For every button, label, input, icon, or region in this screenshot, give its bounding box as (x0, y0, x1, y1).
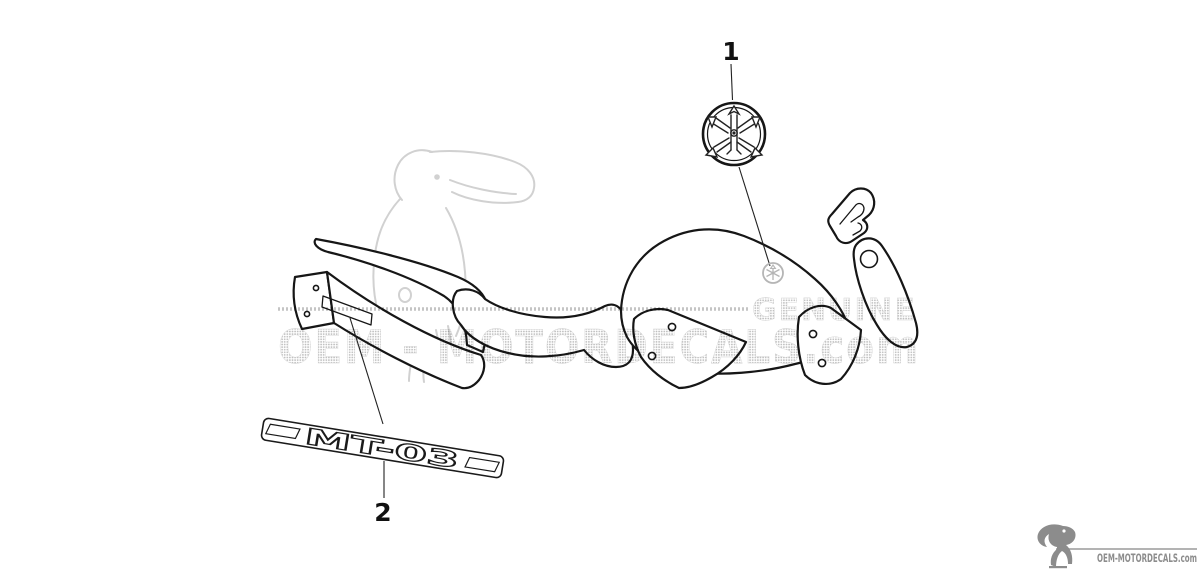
footer-logo: OEM-MOTORDECALS.com (1037, 524, 1197, 569)
part-number-1: 1 (722, 37, 739, 66)
toucan-eye (434, 174, 440, 180)
muffler-rivet (312, 284, 320, 292)
mt-03-decal-text: MT-03 (303, 425, 461, 475)
leader-line-1a (730, 63, 734, 101)
toucan-logo-icon (1037, 524, 1076, 569)
halftone-watermarks: GENUINE OEM - MOTORDECALS.com (278, 293, 920, 374)
leader-line-2a (349, 317, 384, 425)
panel-hole (817, 358, 827, 368)
muffler-rivet (303, 310, 311, 318)
notched-cover-detail (839, 202, 865, 236)
leader-line-1b (738, 166, 771, 267)
lower-right-panel (796, 304, 863, 385)
part-number-2: 2 (374, 498, 391, 527)
toucan-beak-outline (429, 150, 536, 204)
tank-emblem-mark-icon (762, 262, 784, 284)
panel-hole (647, 351, 657, 361)
toucan-foot (398, 287, 412, 303)
callout-1: 1 (701, 37, 784, 284)
parts-lineart (292, 187, 919, 390)
footer-logo-text: OEM-MOTORDECALS.com (1097, 551, 1197, 565)
toucan-beak-line (449, 179, 517, 195)
decal-end-bar-left (264, 423, 301, 440)
lower-left-panel (632, 307, 748, 390)
panel-hole (667, 322, 677, 332)
side-panel-hole (859, 249, 879, 269)
site-watermark-text: OEM - MOTORDECALS.com (278, 320, 920, 374)
mt-03-decal: MT-03 (260, 417, 505, 479)
genuine-watermark-text: GENUINE (752, 293, 917, 328)
yamaha-tuning-fork-emblem-icon (701, 101, 767, 167)
decal-end-bar-right (464, 456, 501, 473)
toucan-head-outline (393, 149, 433, 201)
exhaust-muffler (325, 270, 486, 390)
panel-hole (808, 329, 818, 339)
notched-cover-piece (827, 187, 876, 245)
frame-member (451, 288, 635, 369)
